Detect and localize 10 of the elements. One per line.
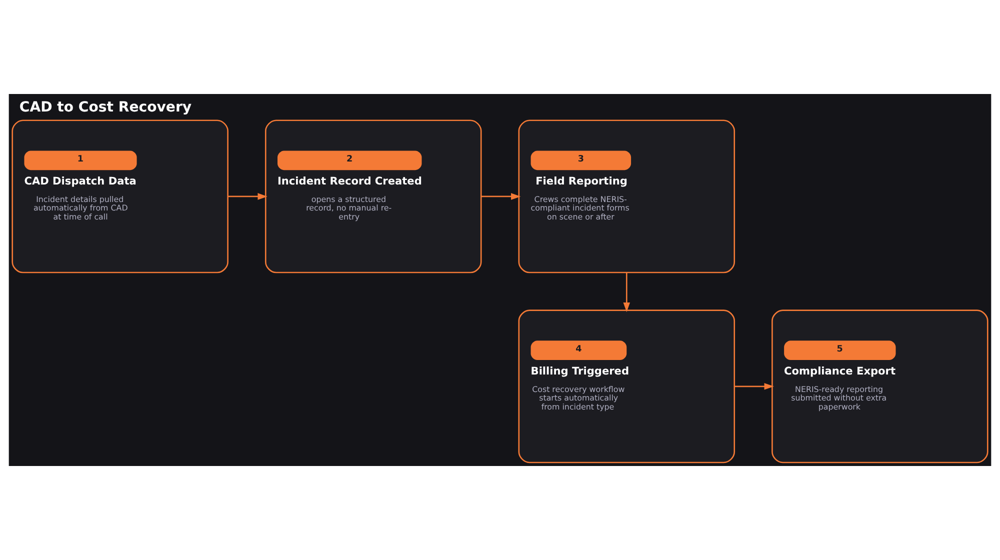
arrow (623, 272, 630, 312)
node-box: 5 Compliance Export NERIS-ready reporting submitted without extra paperwork (772, 310, 988, 464)
node-box: 2 Incident Record Created opens a structured record, no manual re-entry (264, 120, 482, 274)
arrow (228, 193, 268, 200)
arrow (734, 383, 774, 390)
node-box: 3 Field Reporting Crews complete NERIS-compliant incident forms on scene or after (518, 120, 736, 274)
node-box: 4 Billing Triggered Cost recovery workflow starts automatically from incident type (518, 310, 736, 464)
diagram-title: CAD to Cost Recovery (19, 99, 192, 116)
node-box: 1 CAD Dispatch Data Incident details pulled automatically from CAD at time of call (12, 120, 228, 274)
arrow (481, 193, 521, 200)
